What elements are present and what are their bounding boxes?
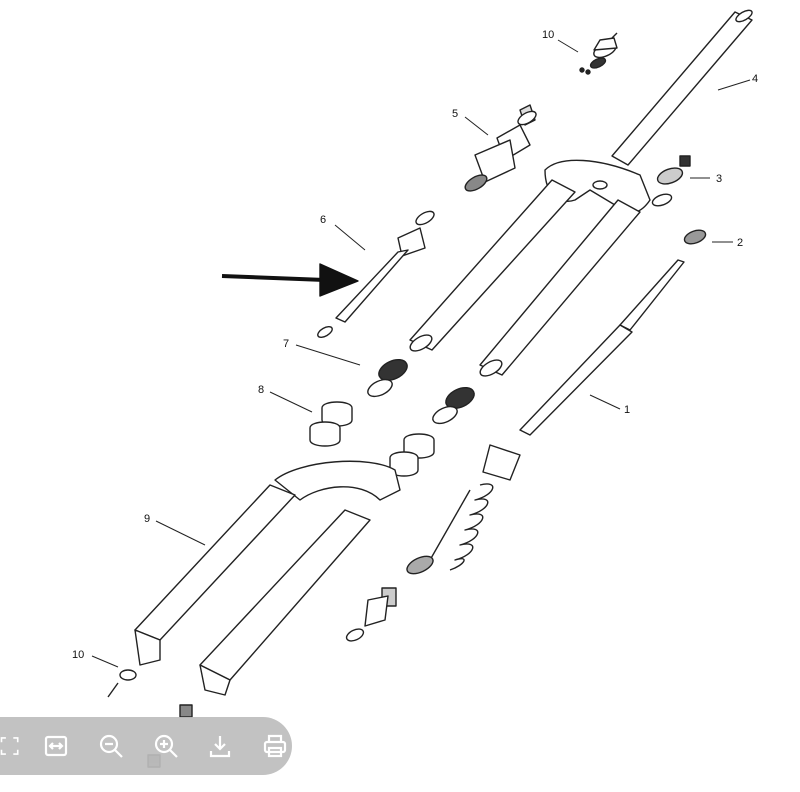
download-icon <box>210 736 231 758</box>
part-7-seals <box>367 358 475 425</box>
callout-10-top: 10 <box>542 29 554 41</box>
zoom-out-button[interactable] <box>94 728 129 764</box>
part-8-bushings <box>309 401 435 477</box>
callout-7: 7 <box>283 338 289 350</box>
part-9-lowers <box>134 460 401 696</box>
fit-screen-icon <box>0 737 19 755</box>
part-1-shaft-spring <box>345 259 685 642</box>
fit-screen-button[interactable] <box>0 728 19 764</box>
download-button[interactable] <box>203 728 238 764</box>
callout-10-bottom: 10 <box>72 649 84 661</box>
part-10-top-cap <box>579 32 618 75</box>
print-button[interactable] <box>257 728 292 764</box>
callout-6: 6 <box>320 214 326 226</box>
print-icon <box>263 734 286 758</box>
callout-5: 5 <box>452 108 458 120</box>
part-5-damper <box>464 104 537 192</box>
part-3-adjuster <box>651 155 691 207</box>
callout-8: 8 <box>258 384 264 396</box>
fit-width-button[interactable] <box>39 728 74 764</box>
part-2-nut <box>683 229 707 245</box>
callout-2: 2 <box>737 237 743 249</box>
callout-labels: 10 4 5 3 2 6 7 8 1 9 10 <box>72 29 758 661</box>
image-viewer-toolbar <box>0 717 292 775</box>
zoom-in-icon <box>154 734 178 758</box>
callout-4: 4 <box>752 73 758 85</box>
callout-1: 1 <box>624 404 630 416</box>
fit-width-icon <box>45 735 68 757</box>
zoom-out-icon <box>99 734 123 758</box>
zoom-in-button[interactable] <box>148 728 183 764</box>
pointer-arrow <box>221 263 359 297</box>
part-6-rebound-rod <box>317 210 435 338</box>
part-4-crown-steerer <box>409 9 753 377</box>
callout-3: 3 <box>716 173 722 185</box>
callout-9: 9 <box>144 513 150 525</box>
